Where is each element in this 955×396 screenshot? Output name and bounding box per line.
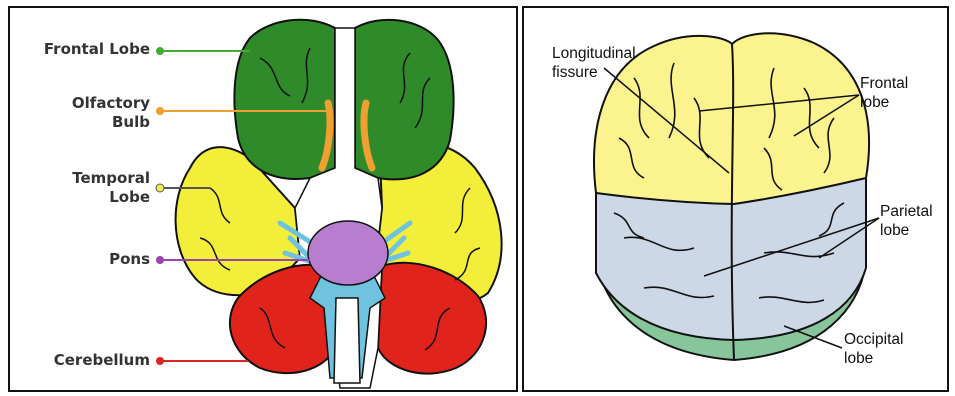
superior-brain-panel: Longitudinal fissure Frontal lobe Pariet… <box>522 6 949 392</box>
label-pons: Pons <box>24 250 150 269</box>
label-cerebellum: Cerebellum <box>24 351 150 370</box>
label-longitudinal-line1: Longitudinal <box>552 44 636 63</box>
spinal-cord <box>334 298 360 383</box>
label-frontal-line2: lobe <box>860 93 889 112</box>
label-temporal-line1: Temporal <box>24 169 150 188</box>
cerebellum-marker <box>156 357 164 365</box>
label-occipital-line1: Occipital <box>844 330 903 349</box>
label-longitudinal-line2: fissure <box>552 63 598 82</box>
pons-marker <box>156 256 164 264</box>
label-occipital-line2: lobe <box>844 349 873 368</box>
temporal-marker <box>156 184 164 192</box>
frontal-lobe-left <box>234 20 335 179</box>
label-temporal-line2: Lobe <box>24 188 150 207</box>
label-frontal-line1: Frontal <box>860 74 908 93</box>
olfactory-marker <box>156 107 164 115</box>
frontal-marker <box>156 47 164 55</box>
label-frontal-lobe: Frontal Lobe <box>24 40 150 59</box>
label-parietal-line2: lobe <box>880 221 909 240</box>
label-parietal-line1: Parietal <box>880 202 933 221</box>
label-olfactory-line1: Olfactory <box>24 94 150 113</box>
pons <box>308 221 388 285</box>
label-olfactory-line2: Bulb <box>24 113 150 132</box>
inferior-brain-panel: Frontal Lobe Olfactory Bulb Temporal Lob… <box>8 6 518 392</box>
